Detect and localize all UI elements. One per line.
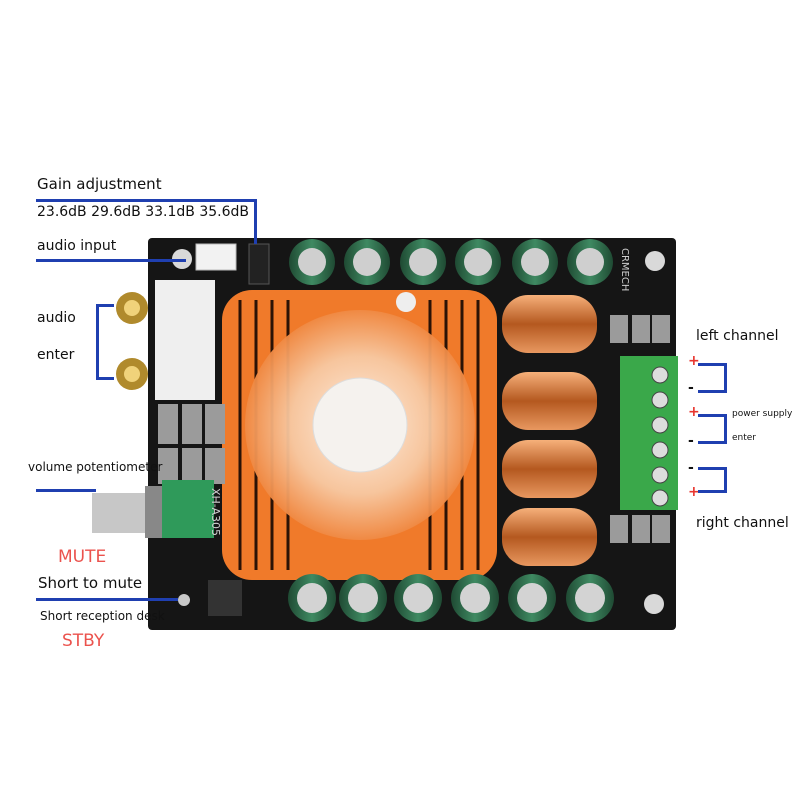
- svg-text:+: +: [688, 353, 700, 369]
- fan-hub: [312, 377, 408, 473]
- enter-right-label: enter: [732, 433, 757, 443]
- volume-potentiometer-label: volume potentiometer: [28, 460, 163, 474]
- board-model: XH-A305: [209, 488, 222, 536]
- line-power-bottom: [698, 441, 726, 444]
- line-volume: [36, 489, 96, 492]
- terminal-block[interactable]: [620, 356, 678, 510]
- audio-input-connector[interactable]: [195, 243, 237, 271]
- line-right-ch-top: [698, 467, 726, 470]
- line-audio-bracket-v: [96, 304, 99, 380]
- line-short: [36, 598, 178, 601]
- line-left-ch-top: [698, 363, 726, 366]
- audio-input-label: audio input: [37, 238, 117, 254]
- mount-hole: [645, 251, 665, 271]
- short-reception-label: Short reception desk: [40, 609, 165, 623]
- stby-pad[interactable]: [208, 580, 242, 616]
- line-audio-bottom: [96, 377, 114, 380]
- svg-text:-: -: [688, 460, 694, 476]
- svg-text:-: -: [688, 380, 694, 396]
- line-right-ch-bottom: [698, 490, 726, 493]
- standoff: [396, 292, 416, 312]
- audio-label: audio: [37, 310, 76, 326]
- stby-label: STBY: [62, 631, 105, 651]
- line-power-v: [724, 414, 727, 444]
- rca-jacks[interactable]: [116, 280, 215, 400]
- left-channel-label: left channel: [696, 328, 779, 344]
- line-right-ch-v: [724, 467, 727, 493]
- line-gain-v: [254, 199, 257, 244]
- inductors: [502, 295, 597, 566]
- gain-jumper-header[interactable]: [248, 243, 270, 285]
- volume-potentiometer[interactable]: [92, 480, 214, 538]
- line-audio-input: [36, 259, 186, 262]
- svg-text:+: +: [688, 404, 700, 420]
- svg-text:+: +: [688, 484, 700, 500]
- line-left-ch-v: [724, 363, 727, 393]
- polarity-markers: + + + - - -: [688, 353, 700, 500]
- smd-components: [158, 315, 670, 543]
- board-brand: CRMECH: [619, 248, 630, 291]
- short-to-mute-label: Short to mute: [38, 574, 143, 592]
- enter-left-label: enter: [37, 347, 75, 363]
- mount-hole: [644, 594, 664, 614]
- capacitors-top: [289, 239, 613, 285]
- svg-text:-: -: [688, 433, 694, 449]
- capacitors-bottom: [288, 574, 614, 622]
- gain-adjustment-title: Gain adjustment: [37, 175, 162, 193]
- line-audio-top: [96, 304, 114, 307]
- line-left-ch-bottom: [698, 390, 726, 393]
- right-channel-label: right channel: [696, 515, 789, 531]
- line-power-top: [698, 414, 726, 417]
- gain-values: 23.6dB 29.6dB 33.1dB 35.6dB: [37, 204, 250, 220]
- mute-label: MUTE: [58, 547, 107, 567]
- line-gain-h: [36, 199, 257, 202]
- power-supply-label: power supply: [732, 409, 793, 419]
- mute-jumper[interactable]: [178, 594, 190, 606]
